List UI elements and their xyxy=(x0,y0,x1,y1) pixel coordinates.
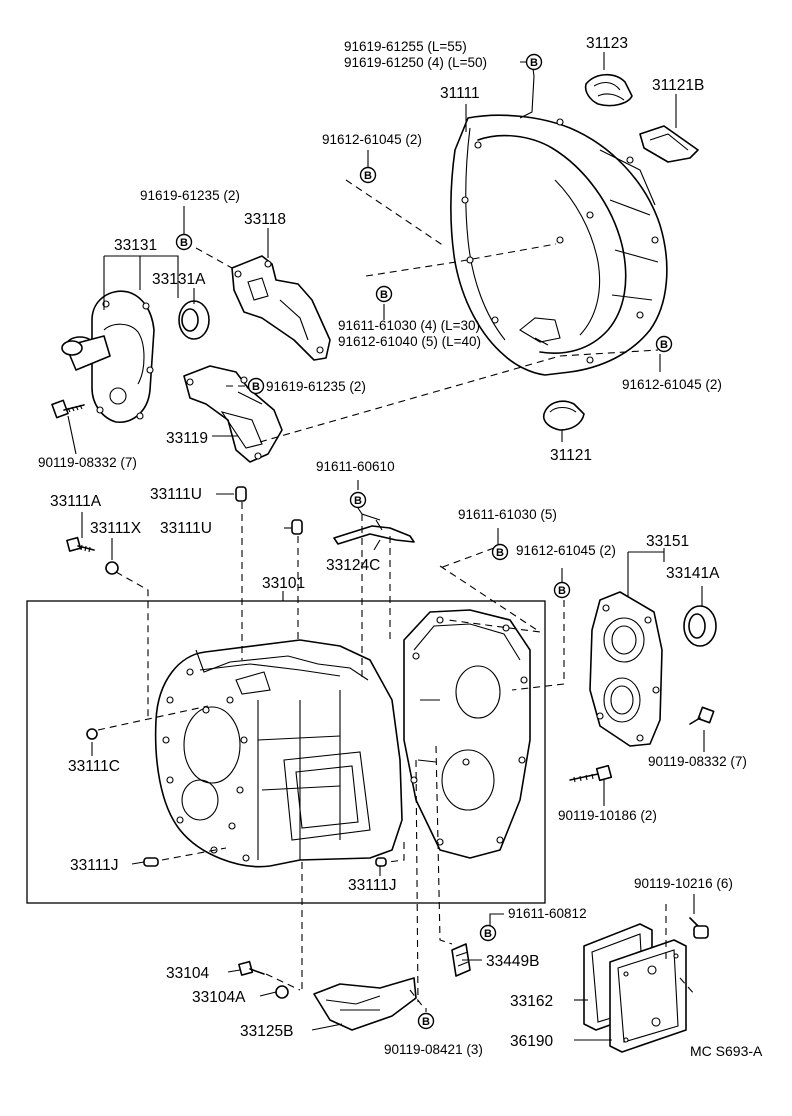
b-badge-9: B xyxy=(553,581,571,599)
b-badge-11: B xyxy=(417,1012,435,1030)
callout-33111U-upper: 33111U xyxy=(150,486,202,503)
svg-text:B: B xyxy=(660,339,668,351)
callout-31111: 31111 xyxy=(440,85,480,102)
svg-text:B: B xyxy=(380,289,388,301)
callout-91619-61250: 91619-61250 (4) (L=50) xyxy=(344,55,487,70)
pin-33111J-left-drawing xyxy=(143,857,159,867)
callout-labels: 31123 31121B 91619-61255 (L=55) 91619-61… xyxy=(38,35,763,1059)
b-badge-5: B xyxy=(655,335,673,353)
callout-90119-08332-right: 90119-08332 (7) xyxy=(648,754,747,769)
bolt-33111A-drawing xyxy=(66,536,95,553)
callout-31123: 31123 xyxy=(586,35,628,52)
case-assembly-frame xyxy=(26,600,546,904)
callout-31121B: 31121B xyxy=(652,77,704,94)
callout-33162: 33162 xyxy=(510,993,553,1010)
callout-33131: 33131 xyxy=(114,237,157,254)
seal-33131A-drawing xyxy=(178,300,210,340)
clip-33449B-drawing xyxy=(451,943,471,977)
callout-36190: 36190 xyxy=(510,1033,553,1050)
svg-text:B: B xyxy=(180,237,188,249)
clutch-housing-drawing xyxy=(450,114,668,376)
plug-33111C-drawing xyxy=(86,728,98,740)
callout-91619-61255: 91619-61255 (L=55) xyxy=(344,39,467,54)
bolt-90119-08332-left-drawing xyxy=(51,399,85,419)
callout-91619-61235-top: 91619-61235 (2) xyxy=(140,188,240,203)
plate-33124C-drawing xyxy=(333,519,415,545)
callout-91611-60610: 91611-60610 xyxy=(316,459,395,474)
callout-91612-61045-mid: 91612-61045 (2) xyxy=(516,543,616,558)
callout-33124C: 33124C xyxy=(326,557,380,574)
callout-33101: 33101 xyxy=(262,575,305,592)
callout-33449B: 33449B xyxy=(486,953,539,970)
svg-text:B: B xyxy=(354,495,362,507)
callout-33119: 33119 xyxy=(166,430,208,447)
cover-31121-drawing xyxy=(542,400,585,431)
svg-text:B: B xyxy=(558,585,566,597)
svg-text:B: B xyxy=(422,1016,430,1028)
washer-33111X-drawing xyxy=(105,561,119,575)
b-badge-3: B xyxy=(175,233,193,251)
callout-33151: 33151 xyxy=(646,533,689,550)
transmission-case-drawing xyxy=(154,639,403,868)
bracket-33118-drawing xyxy=(231,255,331,361)
svg-text:B: B xyxy=(496,547,504,559)
cover-33125B-drawing xyxy=(313,977,417,1031)
b-badge-8: B xyxy=(491,543,509,561)
b-badge-7: B xyxy=(349,491,367,509)
assembly-lines xyxy=(97,179,697,1009)
callout-33125B: 33125B xyxy=(240,1023,293,1040)
b-badge-1: B xyxy=(525,53,543,71)
callout-33111J-right: 33111J xyxy=(348,877,397,894)
callout-91611-60812: 91611-60812 xyxy=(508,906,587,921)
callout-33111J-left: 33111J xyxy=(70,857,119,874)
callout-91611-61030-l30: 91611-61030 (4) (L=30) xyxy=(338,318,480,333)
callout-91611-61030-5: 91611-61030 (5) xyxy=(458,507,557,522)
bolt-90119-10186-drawing xyxy=(569,764,613,783)
cover-31121B-drawing xyxy=(639,125,699,163)
callout-33141A: 33141A xyxy=(666,565,720,582)
callout-33111A: 33111A xyxy=(50,493,102,510)
svg-text:B: B xyxy=(364,170,372,182)
callout-90119-08421: 90119-08421 (3) xyxy=(384,1042,483,1057)
b-badge-10: B xyxy=(479,924,497,942)
callout-91619-61235-mid: 91619-61235 (2) xyxy=(266,379,366,394)
seal-33141A-drawing xyxy=(683,605,717,647)
bolt-33104-drawing xyxy=(238,960,265,976)
plug-31123-drawing xyxy=(584,73,633,107)
callout-90119-10216: 90119-10216 (6) xyxy=(634,876,733,891)
callout-33104: 33104 xyxy=(166,965,209,982)
pin-33111J-right-drawing xyxy=(375,857,387,867)
svg-text:B: B xyxy=(484,928,492,940)
drawing-reference: MC S693-A xyxy=(690,1043,763,1059)
b-badge-6: B xyxy=(247,377,265,395)
callout-33131A: 33131A xyxy=(152,271,206,288)
svg-text:B: B xyxy=(530,57,538,69)
bolt-90119-10216-drawing xyxy=(689,917,709,939)
callout-31121: 31121 xyxy=(550,447,592,464)
callout-91612-61040: 91612-61040 (5) (L=40) xyxy=(338,334,481,349)
b-badge-4: B xyxy=(375,285,393,303)
callout-33111C: 33111C xyxy=(68,758,120,775)
b-badge-2: B xyxy=(359,166,377,184)
case-plate-drawing xyxy=(403,609,531,859)
leader-lines xyxy=(67,52,705,1041)
pin-33111U-upper-drawing xyxy=(235,486,247,502)
callout-91612-61045-right: 91612-61045 (2) xyxy=(622,377,722,392)
callout-90119-10186: 90119-10186 (2) xyxy=(558,808,657,823)
pin-33111U-lower-drawing xyxy=(291,519,303,535)
cover-36190-drawing xyxy=(609,939,687,1053)
retainer-33131-drawing xyxy=(61,290,155,423)
retainer-33151-drawing xyxy=(589,591,663,747)
callout-33111X: 33111X xyxy=(90,520,142,537)
washer-33104A-drawing xyxy=(275,985,289,999)
bolt-90119-08332-right-drawing xyxy=(689,706,715,725)
svg-text:B: B xyxy=(252,381,260,393)
callout-33111U-lower: 33111U xyxy=(160,520,212,537)
callout-33118: 33118 xyxy=(244,211,286,228)
bracket-33119-drawing xyxy=(183,365,283,463)
callout-91612-61045-top: 91612-61045 (2) xyxy=(322,132,422,147)
callout-90119-08332-left: 90119-08332 (7) xyxy=(38,455,137,470)
callout-33104A: 33104A xyxy=(192,989,246,1006)
